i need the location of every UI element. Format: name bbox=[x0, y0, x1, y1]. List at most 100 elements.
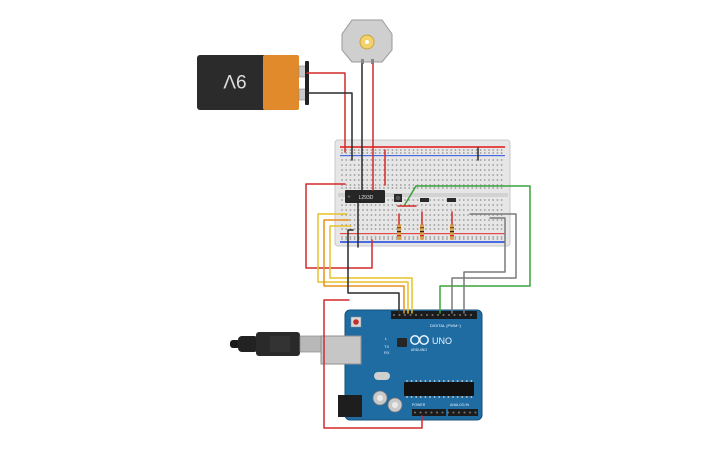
wire-gray-2[interactable] bbox=[463, 217, 506, 314]
breadboard-hole bbox=[462, 169, 465, 171]
breadboard-hole bbox=[420, 169, 423, 171]
breadboard-hole bbox=[362, 219, 364, 221]
breadboard-hole bbox=[492, 174, 495, 176]
tactile-switch-1[interactable] bbox=[420, 198, 429, 202]
resistor-1[interactable] bbox=[397, 224, 401, 240]
wire-ground-arduino[interactable] bbox=[347, 229, 400, 314]
breadboard-hole bbox=[500, 199, 503, 201]
breadboard-hole bbox=[341, 187, 343, 189]
usb-cable[interactable] bbox=[230, 332, 323, 356]
breadboard-hole bbox=[404, 179, 406, 181]
breadboard-hole bbox=[349, 149, 352, 151]
header-pin bbox=[420, 314, 423, 316]
wire-gray-1[interactable] bbox=[451, 213, 517, 314]
pushbutton[interactable] bbox=[394, 194, 402, 202]
breadboard-hole bbox=[437, 149, 440, 151]
breadboard-hole bbox=[496, 224, 499, 226]
wire-ic-enable-loop[interactable] bbox=[305, 183, 373, 269]
chip-leg bbox=[461, 380, 464, 382]
chip-leg bbox=[465, 396, 468, 398]
breadboard-hole bbox=[454, 187, 457, 189]
ic-body bbox=[345, 190, 385, 203]
breadboard-hole bbox=[391, 199, 394, 201]
breadboard-hole bbox=[458, 164, 461, 166]
breadboard-hole bbox=[429, 228, 432, 230]
breadboard-hole bbox=[395, 214, 398, 216]
breadboard-hole bbox=[437, 204, 440, 206]
breadboard-hole bbox=[391, 228, 394, 230]
breadboard-hole bbox=[395, 149, 398, 151]
breadboard-hole bbox=[433, 224, 436, 226]
breadboard-hole bbox=[391, 224, 394, 226]
breadboard-hole bbox=[496, 228, 499, 230]
breadboard-hole bbox=[395, 179, 398, 181]
wire-5v-loop[interactable] bbox=[323, 299, 423, 429]
breadboard-hole bbox=[399, 164, 402, 166]
breadboard-hole bbox=[353, 164, 356, 166]
breadboard-hole bbox=[366, 214, 369, 216]
breadboard-hole bbox=[479, 152, 482, 154]
breadboard-hole bbox=[500, 204, 503, 206]
wire-green-button[interactable] bbox=[403, 185, 531, 314]
breadboard-hole bbox=[446, 238, 448, 240]
breadboard-hole bbox=[467, 204, 469, 206]
breadboard-hole bbox=[357, 187, 360, 189]
breadboard-hole bbox=[416, 149, 419, 151]
breadboard-hole bbox=[374, 179, 377, 181]
breadboard-hole bbox=[370, 187, 373, 189]
l293d-chip[interactable]: L293D bbox=[345, 190, 385, 203]
power-rail-top-negative bbox=[340, 155, 505, 157]
breadboard-hole bbox=[500, 179, 503, 181]
dc-motor[interactable] bbox=[341, 19, 393, 64]
wire-battery-negative[interactable] bbox=[306, 92, 353, 161]
resistor-2[interactable] bbox=[420, 224, 424, 240]
wire-yellow-control-2[interactable] bbox=[329, 225, 413, 314]
breadboard-hole bbox=[370, 159, 373, 161]
breadboard-hole bbox=[404, 149, 406, 151]
battery-9v[interactable]: 9V bbox=[197, 55, 309, 110]
breadboard-hole bbox=[341, 152, 343, 154]
breadboard-hole bbox=[391, 174, 394, 176]
breadboard-hole bbox=[370, 152, 373, 154]
breadboard-hole bbox=[471, 169, 474, 171]
breadboard-hole bbox=[349, 214, 352, 216]
breadboard-hole bbox=[437, 236, 440, 238]
resistor-3[interactable] bbox=[450, 224, 454, 240]
breadboard-hole bbox=[429, 204, 432, 206]
breadboard-hole bbox=[345, 209, 348, 211]
breadboard-hole bbox=[399, 169, 402, 171]
breadboard-hole bbox=[399, 184, 402, 186]
breadboard-hole bbox=[408, 184, 411, 186]
breadboard-hole bbox=[479, 209, 482, 211]
power-rail-bottom-negative bbox=[340, 241, 505, 243]
header-pin bbox=[419, 411, 422, 414]
breadboard-hole bbox=[441, 204, 444, 206]
wire-orange-control[interactable] bbox=[323, 219, 405, 314]
breadboard-hole bbox=[370, 164, 373, 166]
header-pin bbox=[453, 314, 456, 316]
breadboard-hole bbox=[467, 214, 469, 216]
wire-battery-positive[interactable] bbox=[306, 72, 346, 153]
breadboard-hole bbox=[349, 164, 352, 166]
tactile-switch-2[interactable] bbox=[447, 198, 456, 202]
breadboard-hole bbox=[467, 169, 469, 171]
breadboard-hole bbox=[420, 204, 423, 206]
wire-yellow-control[interactable] bbox=[317, 213, 409, 314]
breadboard-hole bbox=[483, 236, 486, 238]
breadboard-hole bbox=[500, 238, 503, 240]
breadboard-hole bbox=[483, 174, 486, 176]
breadboard-hole bbox=[441, 187, 444, 189]
breadboard-hole bbox=[391, 214, 394, 216]
breadboard-hole bbox=[357, 169, 360, 171]
breadboard-hole bbox=[458, 159, 461, 161]
breadboard-hole bbox=[349, 159, 352, 161]
breadboard-hole bbox=[446, 164, 448, 166]
breadboard-hole bbox=[479, 219, 482, 221]
breadboard-hole bbox=[446, 187, 448, 189]
breadboard-hole bbox=[416, 236, 419, 238]
breadboard-hole bbox=[462, 236, 465, 238]
arduino-uno[interactable]: L TX RX ARDUINO UNO DIGITAL (PWM~) POWER… bbox=[320, 309, 483, 421]
digital-header bbox=[391, 311, 477, 319]
breadboard-hole bbox=[475, 164, 478, 166]
breadboard-hole bbox=[412, 228, 415, 230]
